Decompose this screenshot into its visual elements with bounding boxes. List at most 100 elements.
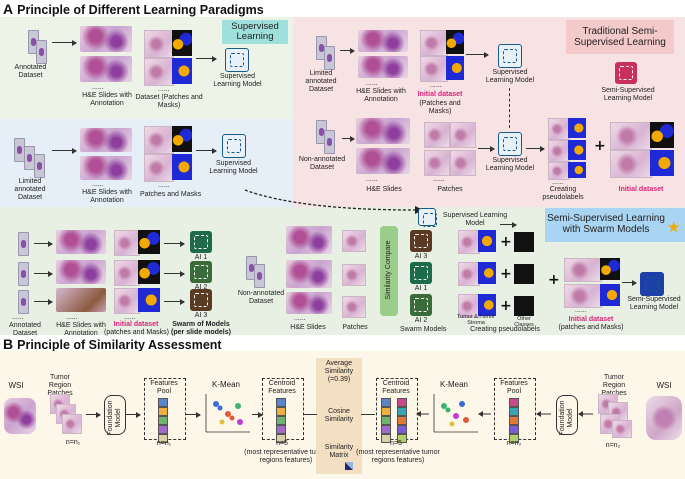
traditional-badge: Traditional Semi-Supervised Learning: [566, 20, 674, 54]
connector-line: [361, 414, 375, 415]
slide-icon: [18, 262, 29, 286]
ai-model-icon: [410, 230, 432, 252]
patch-image: [564, 258, 602, 282]
supervised-model-icon: [498, 44, 522, 68]
patches-masks-label: (patches and Masks): [104, 329, 169, 336]
mask-image: [138, 288, 160, 312]
ai3-label: AI 3: [414, 253, 428, 260]
patch-image: [564, 284, 602, 308]
similarity-center-box: [316, 358, 362, 474]
patch-image: [114, 260, 140, 286]
patches-masks-label: (patches and Masks): [558, 324, 624, 331]
wsi-right-image: [646, 396, 682, 440]
patch-image: [458, 262, 480, 286]
arrow: [252, 411, 263, 418]
most-rep-right-label: (most representative tumor regions featu…: [356, 449, 440, 464]
limited-dataset-label: Limited annotated Dataset: [305, 70, 337, 93]
tumor-patches-left-label: Tumor Region Patches: [47, 374, 72, 397]
arrow: [52, 39, 77, 46]
arrow: [164, 240, 185, 247]
features-pool-right-label: Features Pool: [500, 380, 528, 395]
dots: ......: [366, 176, 378, 183]
creating-pseudolabels-label: Creating pseudolabels: [470, 326, 540, 333]
n2b-label: n=n₂: [506, 440, 522, 447]
mask-image: [172, 126, 192, 152]
swarm-badge: Semi-Supervised Learning with Swarm Mode…: [545, 208, 685, 242]
he-slide-image: [286, 226, 332, 254]
he-slide-image: [356, 148, 410, 174]
dots: ......: [430, 82, 442, 89]
arrow: [478, 145, 495, 152]
arrow: [34, 240, 53, 247]
section-b-letter: B: [3, 336, 14, 352]
slide-icon: [18, 232, 29, 256]
slide-icon: [324, 130, 335, 154]
semi-supervised-model-icon: [615, 62, 637, 84]
patch-image: [62, 414, 82, 434]
supervised-model-label: Supervised Learning Model: [485, 157, 535, 172]
he-slides-label: H&E Slides with Annotation: [56, 322, 106, 337]
dots: ......: [12, 314, 24, 321]
features-pool-left-label: Features Pool: [150, 380, 178, 395]
mask-image: [478, 230, 496, 252]
tumor-patches-right-label: Tumor Region Patches: [601, 374, 626, 397]
feature-vector: [397, 398, 407, 443]
initial-dataset-label: Initial dataset: [618, 186, 664, 193]
star-icon: ★: [667, 218, 681, 236]
dots: ......: [92, 84, 104, 91]
n1-label: n=n₁: [65, 439, 81, 446]
initial-dataset-label: Initial dataset: [417, 91, 463, 98]
patch-image: [342, 264, 366, 286]
mask-image: [478, 262, 496, 284]
feature-vector: [158, 398, 168, 443]
creating-pseudolabels-label: Creating pseudolabels: [542, 186, 584, 201]
supervised-model-label: Supervised Learning Model: [213, 73, 262, 88]
most-rep-left-label: (most representative tumor regions featu…: [244, 449, 328, 464]
arrow: [466, 51, 489, 58]
patch-image: [342, 230, 366, 252]
arrow: [340, 47, 355, 54]
mask-image: [568, 140, 586, 160]
semi-supervised-model-label: Semi-Supervised Learning Model: [601, 87, 655, 102]
wsi-left-image: [4, 398, 36, 434]
non-annotated-label: Non-annotated Dataset: [237, 290, 285, 305]
cosine-label: Cosine Similarity: [324, 408, 354, 423]
patch-image: [458, 230, 480, 254]
avg-value-label: (=0.39): [327, 376, 351, 383]
patch-image: [424, 150, 450, 176]
dots: ......: [552, 179, 564, 186]
ai1-label: AI 1: [414, 285, 428, 292]
slide-icon: [254, 264, 265, 288]
ai2-label: AI 2: [194, 284, 208, 291]
semi-supervised-model-icon: [640, 272, 664, 296]
patch-image: [420, 30, 448, 56]
patch-image: [144, 58, 174, 86]
limited-dataset-label: Limited annotated Dataset: [14, 178, 46, 201]
supervised-model-icon: [222, 134, 246, 158]
arrow: [86, 411, 101, 418]
plus-sign: +: [500, 298, 512, 314]
mask-image: [478, 294, 496, 316]
avg-similarity-label: Average Similarity: [324, 360, 354, 375]
patch-image: [144, 126, 174, 154]
arrow: [500, 221, 517, 228]
he-slide-image: [356, 118, 410, 144]
initial-dataset-label: Initial dataset: [568, 316, 614, 323]
arrow: [34, 298, 53, 305]
he-slide-image: [80, 156, 132, 180]
ai-model-icon: [190, 261, 212, 283]
he-slide-image: [358, 30, 408, 52]
supervised-model-icon: [498, 132, 522, 156]
foundation-model-right-box: Foundation Model: [556, 395, 578, 436]
arrow: [342, 135, 355, 142]
dots: ......: [124, 314, 136, 321]
mask-image: [650, 150, 674, 176]
patches-masks-label: Patches and Masks: [140, 191, 202, 198]
plus-sign: +: [500, 266, 512, 282]
section-a-letter: A: [3, 1, 14, 17]
mask-image: [600, 284, 620, 306]
foundation-model-right-label: Foundation Model: [559, 400, 574, 436]
arrow-left: [478, 411, 491, 417]
mask-image: [600, 258, 620, 280]
